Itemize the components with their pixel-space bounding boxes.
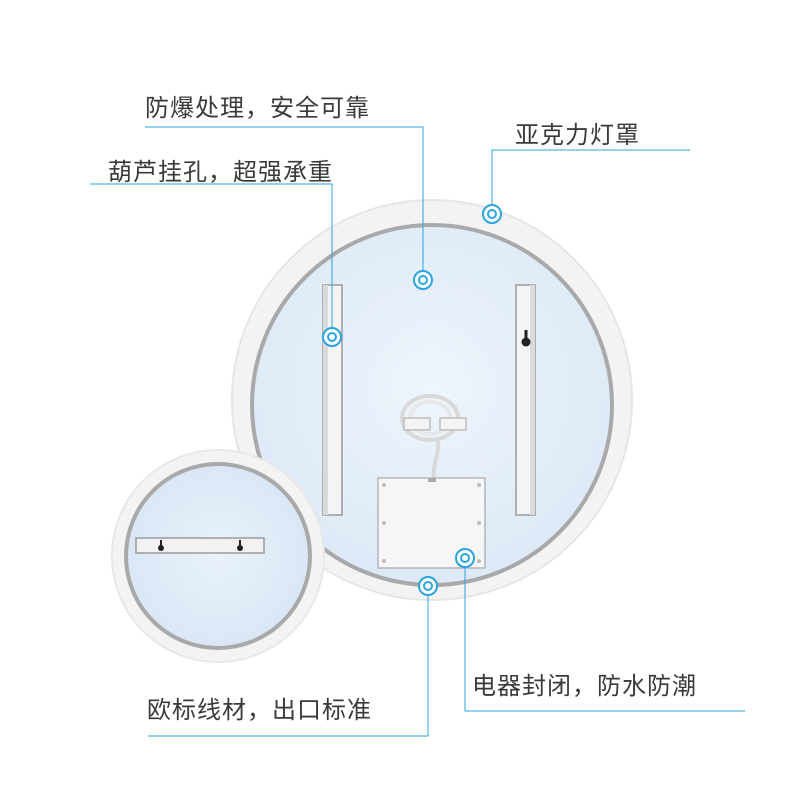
marker-explosion-proof <box>413 270 433 290</box>
callout-eu-wiring: 欧标线材，出口标准 <box>147 696 372 724</box>
callout-gourd-hole: 葫芦挂孔，超强承重 <box>108 158 333 186</box>
detail-magnifier-circle <box>111 449 325 663</box>
callout-lines <box>90 126 745 737</box>
callout-electrical-sealed: 电器封闭，防水防潮 <box>472 672 697 700</box>
marker-acrylic-cover <box>482 204 502 224</box>
gourd-hole-right <box>521 330 531 347</box>
line-explosion-proof <box>145 126 424 280</box>
line-electrical <box>464 558 745 712</box>
callout-acrylic-cover: 亚克力灯罩 <box>515 121 640 149</box>
right-mounting-bar <box>515 284 536 516</box>
callout-explosion-proof: 防爆处理，安全可靠 <box>145 94 370 122</box>
detail-gourd-hole-right <box>237 540 243 551</box>
marker-eu-wiring <box>418 576 438 596</box>
line-acrylic-cover <box>491 149 690 214</box>
marker-gourd-hole <box>322 327 342 347</box>
detail-gourd-hole-left <box>158 540 164 551</box>
detail-mounting-bar <box>135 537 265 554</box>
line-gourd-hole <box>90 183 333 337</box>
marker-electrical <box>455 548 475 568</box>
line-eu-wiring <box>148 586 429 737</box>
